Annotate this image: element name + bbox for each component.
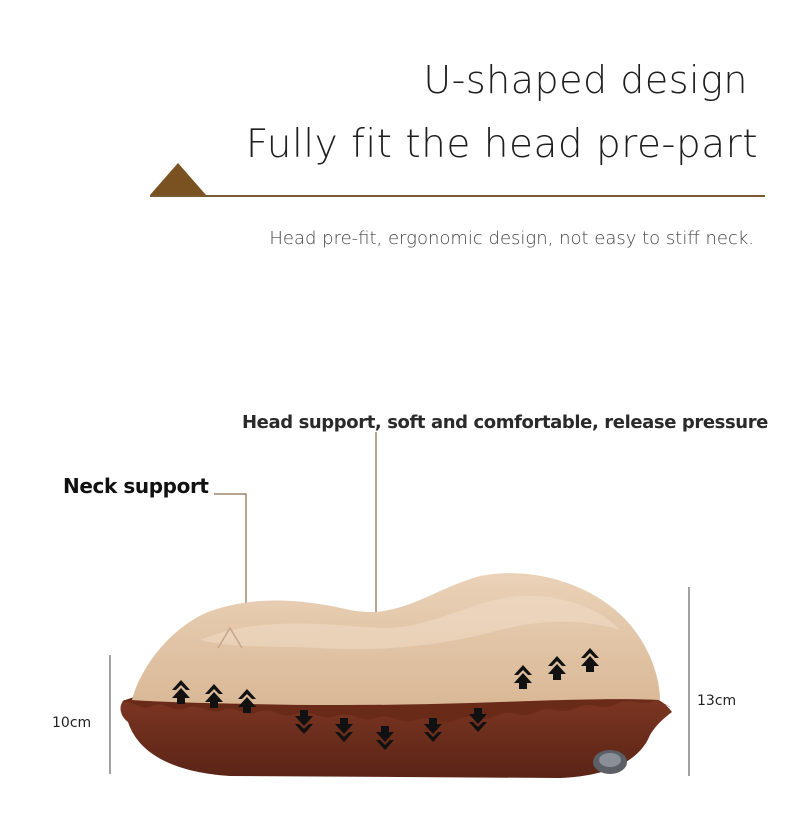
pillow-base (120, 698, 672, 778)
triangle-marker (150, 163, 206, 195)
neck-support-label: Neck support (63, 474, 209, 498)
logo-mark-icon (217, 626, 243, 649)
valve-icon (593, 750, 627, 774)
heading-line-1: U-shaped design (423, 58, 748, 102)
pillow-highlight (200, 595, 620, 650)
head-support-label: Head support, soft and comfortable, rele… (242, 412, 768, 433)
subtitle: Head pre-fit, ergonomic design, not easy… (269, 228, 754, 249)
left-dimension-label: 10cm (52, 715, 92, 731)
heading-divider (150, 195, 765, 197)
heading-line-2: Fully fit the head pre-part (245, 122, 758, 167)
right-dimension-label: 13cm (697, 693, 737, 709)
neck-callout-line (214, 493, 247, 610)
